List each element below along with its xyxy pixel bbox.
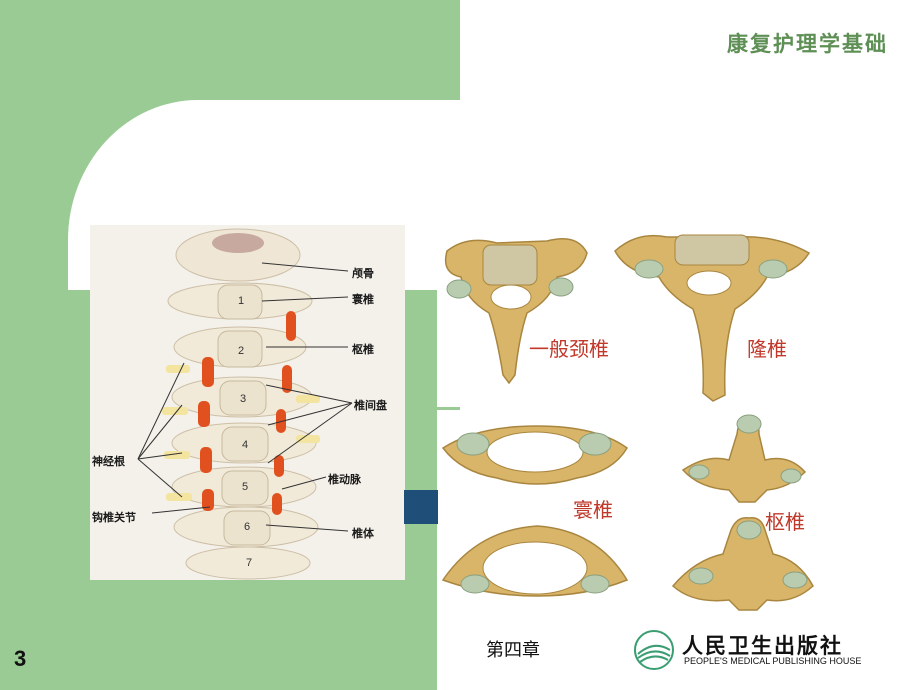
slide-header-title: 康复护理学基础 [727,31,888,56]
vertebra-bottom-photo: 寰椎 枢椎 [437,410,820,620]
cervical-spine-photo: 1 2 3 4 5 6 7 颅骨 寰椎 枢椎 椎间盘 神经根 椎动脉 钩椎关节 … [90,225,405,580]
vertebra-number-1: 1 [238,295,245,307]
label-vertebra-prominens: 隆椎 [747,337,787,361]
label-artery: 椎动脉 [328,473,361,486]
vertebra-number-2: 2 [238,345,245,357]
slide-page-number: 3 [14,646,27,671]
vertebra-number-3: 3 [240,393,247,405]
label-vertebral-body: 椎体 [352,527,374,540]
label-uncovertebral-joint: 钩椎关节 [92,511,136,524]
label-axis: 枢椎 [352,343,374,356]
accent-blue-bar [404,490,438,524]
publisher-name-en: PEOPLE'S MEDICAL PUBLISHING HOUSE [684,656,862,666]
vertebra-number-6: 6 [244,521,251,533]
vertebra-number-5: 5 [242,481,249,493]
label-occipital: 颅骨 [352,267,374,280]
publisher-name-cn: 人民卫生出版社 [682,633,843,658]
vertebra-bottom-illustration [441,414,814,611]
label-atlas-vertebra: 寰椎 [573,498,613,522]
chapter-label: 第四章 [486,640,540,661]
background-white-footer [437,620,920,690]
publisher-emblem-icon [634,630,674,670]
label-axis-vertebra: 枢椎 [765,510,805,534]
label-atlas: 寰椎 [352,293,374,306]
publisher-logo: 人民卫生出版社 PEOPLE'S MEDICAL PUBLISHING HOUS… [630,628,880,672]
cervical-spine-illustration [90,225,405,580]
label-typical-cervical: 一般颈椎 [529,337,609,361]
vertebra-top-illustration [444,234,811,402]
label-nerve-root: 神经根 [92,455,125,468]
vertebra-top-photo: 一般颈椎 隆椎 [437,225,820,407]
vertebra-number-4: 4 [242,439,249,451]
label-disc: 椎间盘 [354,399,387,412]
vertebra-number-7: 7 [246,557,253,569]
